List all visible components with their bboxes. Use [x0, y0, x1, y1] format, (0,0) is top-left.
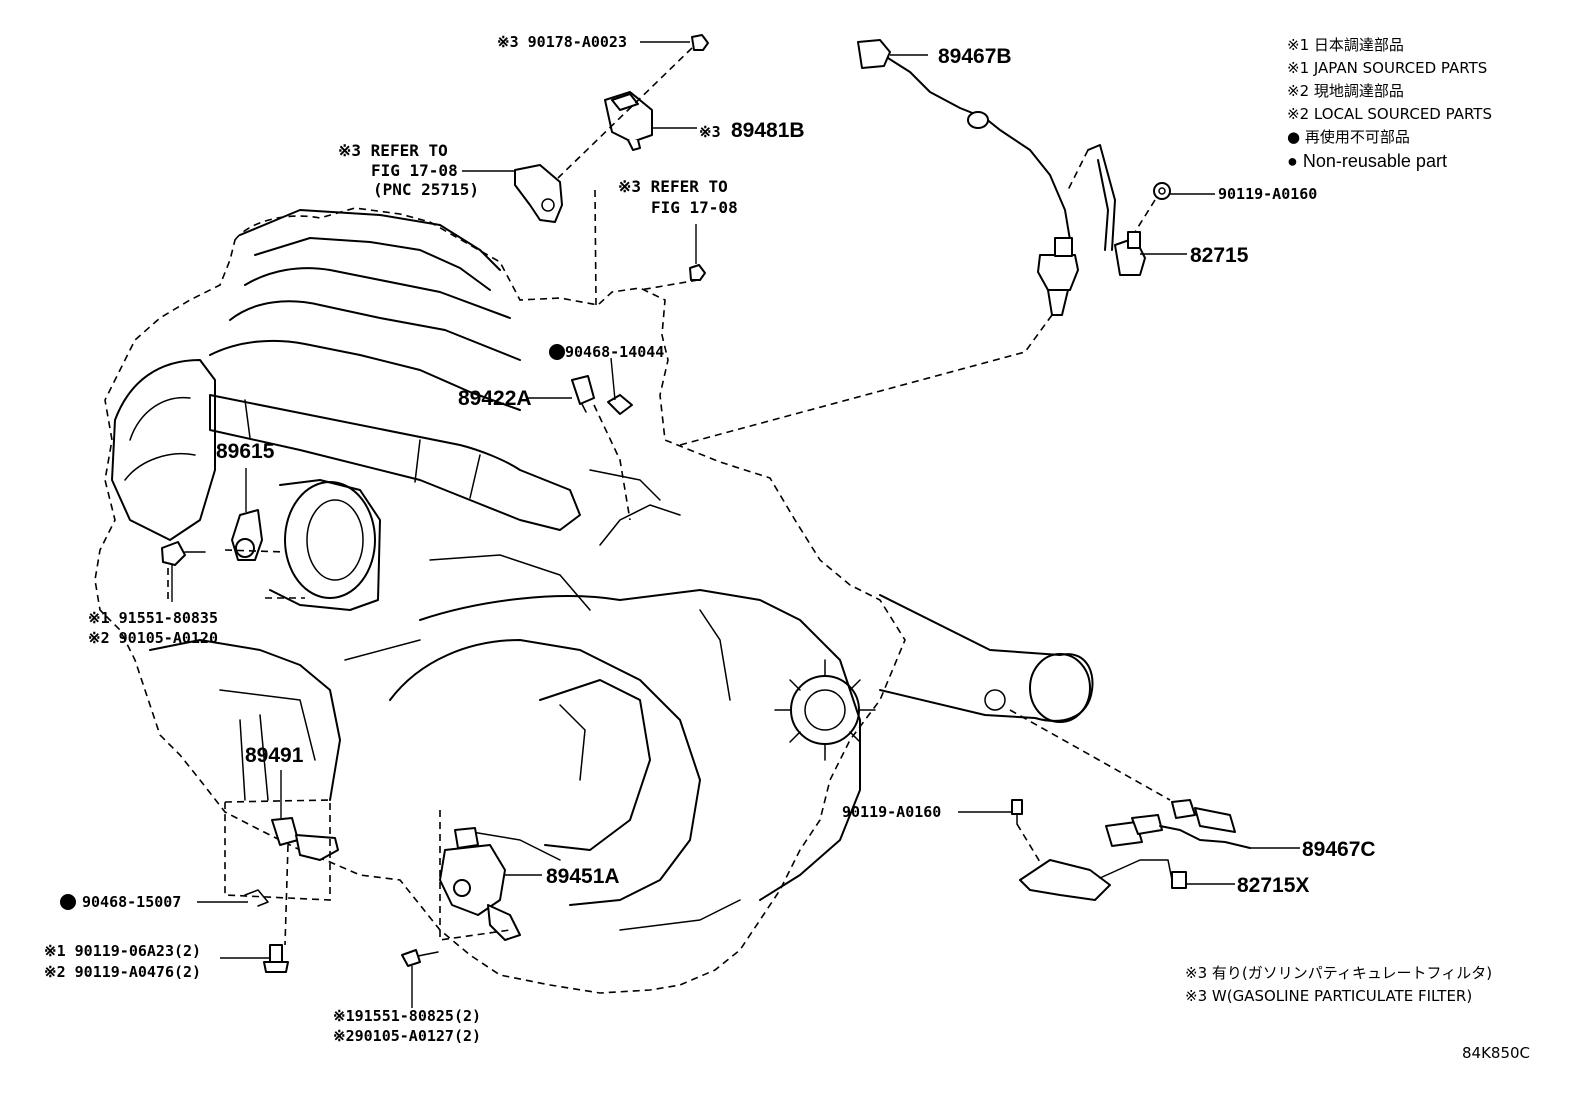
legend-item: ※1 JAPAN SOURCED PARTS — [1287, 59, 1487, 77]
bracket-82715-icon — [1087, 144, 1146, 276]
pressure-sensor-89481b-icon — [604, 91, 653, 151]
legend-item: ● 再使用不可部品 — [1287, 128, 1410, 146]
label-89481b-mark: ※3 — [699, 123, 721, 141]
legend: ※1 日本調達部品 ※1 JAPAN SOURCED PARTS ※2 現地調達… — [1287, 36, 1492, 171]
legend-item: ※1 日本調達部品 — [1287, 36, 1404, 54]
part-labels: ※3 90178-A0023 ※3 89481B ※3 REFER TO FIG… — [44, 33, 1376, 1045]
label-90468-15007[interactable]: 90468-15007 — [82, 893, 181, 911]
bracket-82715x-icon — [1019, 859, 1187, 901]
label-fig-17-08-2[interactable]: FIG 17-08 — [651, 198, 738, 217]
legend-item: ● Non-reusable part — [1287, 151, 1447, 171]
label-90119-06a23[interactable]: ※1 90119-06A23(2) — [44, 942, 201, 960]
leader-lines — [171, 41, 1300, 1008]
non-reusable-dot-icon — [549, 344, 565, 360]
label-90119-a0160-mid[interactable]: 90119-A0160 — [842, 803, 941, 821]
bolt-90119-06a23-icon — [263, 944, 289, 973]
installation-lines — [167, 47, 1171, 946]
bolt-90119-mid-icon — [1011, 799, 1023, 825]
label-89481b[interactable]: 89481B — [731, 119, 805, 142]
bolt-91551-80825-icon — [401, 949, 439, 967]
nut-90178-icon — [691, 34, 709, 51]
non-reusable-dot-icon — [60, 894, 76, 910]
bracket-ref-17-08-icon — [514, 164, 563, 223]
label-89491[interactable]: 89491 — [245, 744, 304, 767]
label-89451a[interactable]: 89451A — [546, 865, 620, 888]
legend-item: ※2 LOCAL SOURCED PARTS — [1287, 105, 1492, 123]
label-89467b[interactable]: 89467B — [938, 45, 1012, 68]
label-refer-to-2[interactable]: ※3 REFER TO — [618, 177, 728, 196]
label-89615[interactable]: 89615 — [216, 440, 275, 463]
switch-89451a-icon — [439, 827, 521, 941]
label-90119-a0160-top[interactable]: 90119-A0160 — [1218, 185, 1317, 203]
bolt-91551-80835-icon — [161, 541, 206, 566]
bolt-90119-top-icon — [1153, 182, 1171, 200]
legend-item: ※2 現地調達部品 — [1287, 82, 1404, 100]
sensor-89491-icon — [271, 817, 339, 861]
label-90178-a0023[interactable]: ※3 90178-A0023 — [497, 33, 627, 51]
label-90105-a0127[interactable]: ※290105-A0127(2) — [333, 1027, 481, 1045]
label-89422a[interactable]: 89422A — [458, 387, 532, 410]
sensor-89615-icon — [231, 509, 263, 561]
sensor-89422a-icon — [571, 375, 595, 413]
label-90119-a0476[interactable]: ※2 90119-A0476(2) — [44, 963, 201, 981]
label-90105-a0120[interactable]: ※2 90105-A0120 — [88, 629, 218, 647]
clip-90468-15007-icon — [244, 889, 269, 907]
label-91551-80825[interactable]: ※191551-80825(2) — [333, 1007, 481, 1025]
clip-90468-14044-icon — [607, 394, 633, 415]
footnote: ※3 有り(ガソリンパティキュレートフィルタ) ※3 W(GASOLINE PA… — [1185, 964, 1492, 1005]
af-sensor-89467c-icon — [1105, 799, 1251, 849]
label-90468-14044[interactable]: 90468-14044 — [565, 343, 664, 361]
label-fig-17-08-1[interactable]: FIG 17-08 — [371, 161, 458, 180]
footnote-line: ※3 W(GASOLINE PARTICULATE FILTER) — [1185, 987, 1472, 1005]
label-pnc-25715: (PNC 25715) — [373, 180, 479, 199]
label-89467c[interactable]: 89467C — [1302, 838, 1376, 861]
label-refer-to-1[interactable]: ※3 REFER TO — [338, 141, 448, 160]
af-sensor-89467b-icon — [857, 39, 1079, 316]
engine-transaxle-illustration — [94, 207, 1094, 994]
footnote-line: ※3 有り(ガソリンパティキュレートフィルタ) — [1185, 964, 1492, 982]
label-91551-80835[interactable]: ※1 91551-80835 — [88, 609, 218, 627]
figure-code: 84K850C — [1462, 1044, 1530, 1062]
nut-ref-icon — [689, 264, 706, 281]
label-82715x[interactable]: 82715X — [1237, 874, 1309, 897]
label-82715[interactable]: 82715 — [1190, 244, 1249, 267]
